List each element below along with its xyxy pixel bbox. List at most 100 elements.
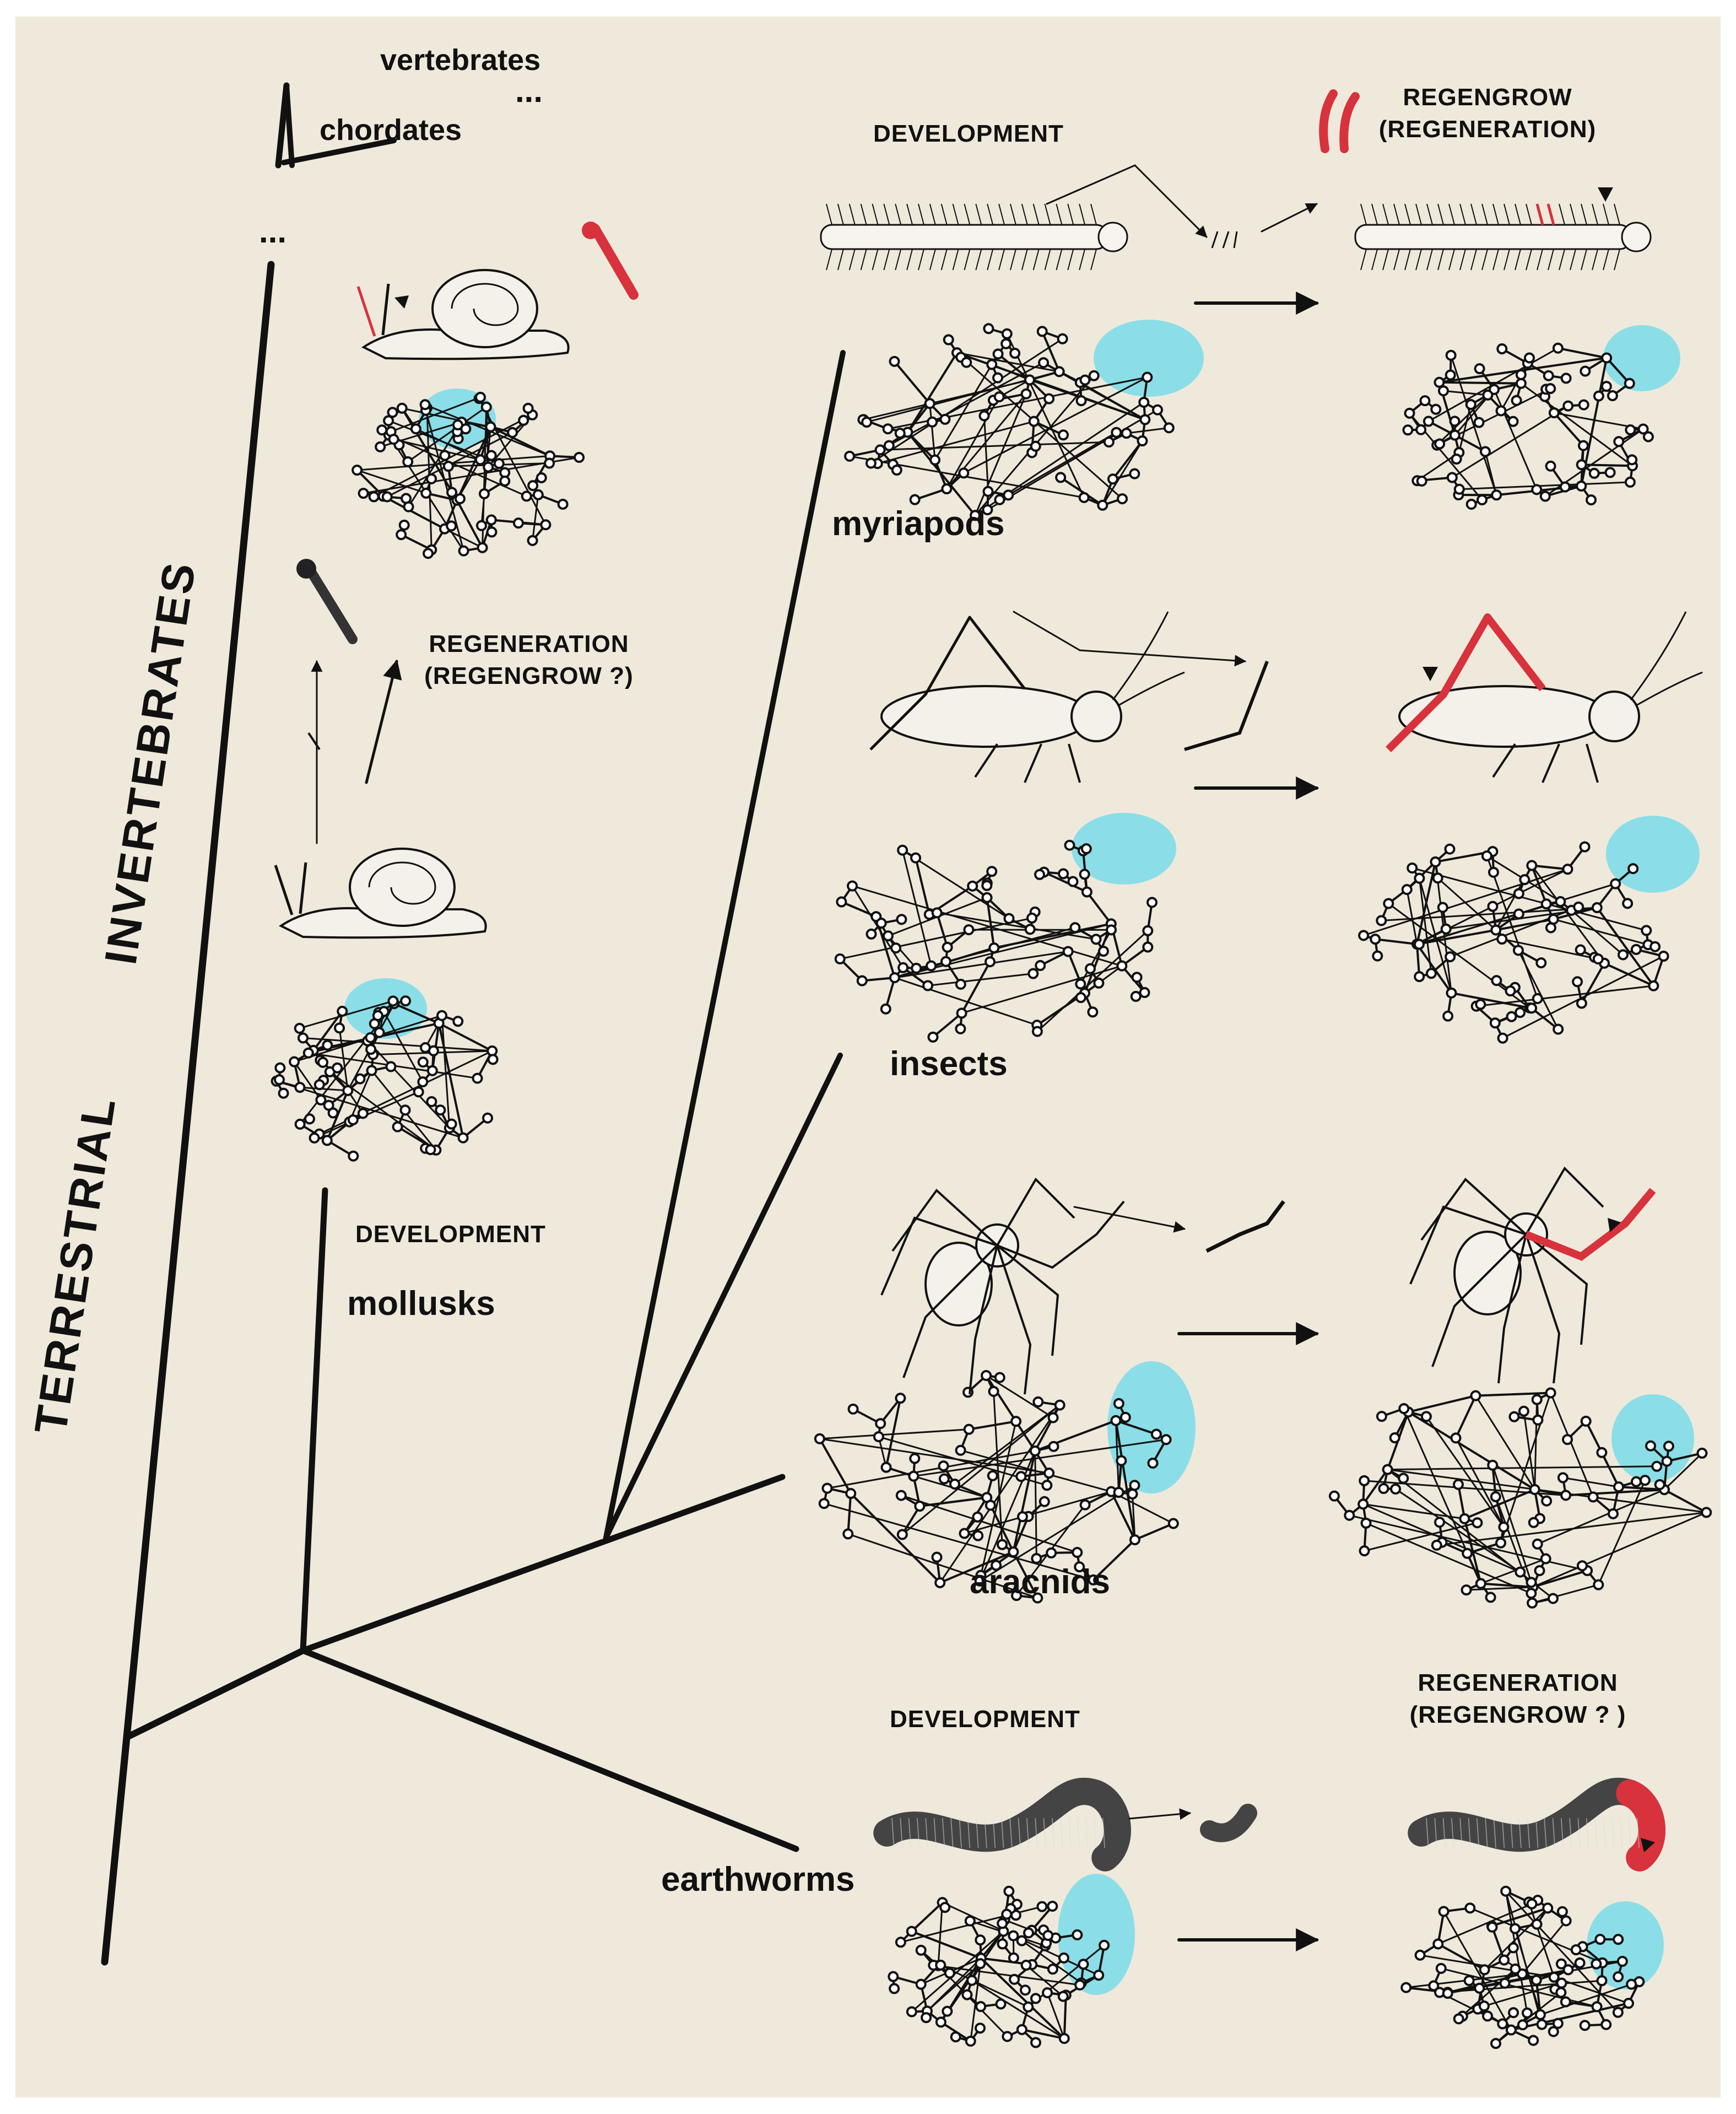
network-edge <box>931 926 1075 967</box>
spider-leg <box>1497 1234 1527 1384</box>
network-node <box>1545 1387 1556 1399</box>
network-node <box>1556 1906 1568 1917</box>
worm-ring <box>992 1818 996 1848</box>
network-node <box>1053 366 1065 378</box>
network-edge <box>987 409 1158 511</box>
centipede-leg <box>1021 249 1028 271</box>
detached-leg-icon <box>1184 660 1269 751</box>
network-node <box>1616 1955 1628 1967</box>
worm-ring <box>967 1818 971 1848</box>
arrow-earthworm-fragment <box>1128 1808 1192 1820</box>
network-node <box>317 1056 329 1068</box>
network-edge <box>819 1428 969 1440</box>
network-node <box>1591 2001 1603 2013</box>
network-node <box>1507 416 1519 427</box>
network-edge <box>847 1493 852 1534</box>
network-node <box>1478 2000 1490 2012</box>
centipede-leg <box>1437 249 1444 271</box>
network-node <box>1508 2007 1519 2019</box>
network-node <box>938 1473 950 1485</box>
snail-tentacle <box>299 862 307 914</box>
network-node <box>1036 326 1048 337</box>
network-node <box>1401 884 1413 896</box>
cricket-head <box>1070 691 1122 742</box>
network-node <box>1075 395 1087 407</box>
network-node <box>1541 1495 1553 1507</box>
network-node <box>1020 388 1032 400</box>
network-edge <box>901 1404 1061 1535</box>
network-node <box>1078 492 1090 503</box>
network-node <box>1548 2026 1559 2037</box>
network-node <box>1372 950 1383 962</box>
network-node <box>1009 348 1021 359</box>
worm-ring <box>1535 1818 1539 1848</box>
network-node <box>540 519 551 531</box>
worm-ring <box>1501 1818 1505 1848</box>
network-edge <box>1502 955 1664 1039</box>
network-node <box>1506 1011 1517 1022</box>
network-node <box>1090 934 1102 945</box>
centipede-leg <box>1559 249 1565 271</box>
worm-ring <box>1051 1818 1055 1848</box>
network-node <box>1474 363 1485 375</box>
network-node <box>1390 1483 1402 1495</box>
network-node <box>1074 1979 1086 1991</box>
network-node <box>1507 1942 1519 1954</box>
centipede-leg <box>1504 203 1510 225</box>
network-node <box>452 419 463 431</box>
network-node <box>1487 900 1499 912</box>
network-node <box>486 526 497 538</box>
network-node <box>844 450 856 462</box>
network-node <box>1574 1957 1586 1969</box>
network-node <box>861 417 873 428</box>
network-node <box>475 520 487 531</box>
worm-ring <box>1043 1818 1046 1848</box>
network-node <box>1497 1032 1508 1044</box>
snail-tentacle <box>356 286 376 337</box>
network-node <box>897 844 908 856</box>
worm-ring <box>900 1818 903 1848</box>
network-node <box>943 334 954 346</box>
gene-network-aracnid-dev <box>814 1361 1196 1604</box>
network-node <box>1419 395 1431 407</box>
network-edge <box>902 849 1010 919</box>
centipede-leg <box>848 249 856 271</box>
network-node <box>911 962 922 974</box>
network-node <box>909 1453 921 1464</box>
network-node <box>1472 1517 1483 1529</box>
network-node <box>939 1902 951 1913</box>
network-node <box>1103 436 1115 448</box>
network-node <box>1580 365 1591 377</box>
network-node <box>931 1551 943 1563</box>
network-node <box>959 1528 970 1539</box>
network-edge <box>997 353 1031 381</box>
network-node <box>385 1061 397 1072</box>
network-node <box>1487 1459 1499 1471</box>
network-node <box>1079 869 1090 880</box>
network-node <box>383 415 394 427</box>
network-node <box>1641 925 1652 936</box>
network-node <box>518 414 529 426</box>
branch-vertebrates <box>284 83 295 168</box>
network-node <box>944 1967 955 1979</box>
network-node <box>1540 898 1552 910</box>
network-node <box>1473 417 1485 428</box>
network-node <box>1560 373 1572 384</box>
tentacle-bud-icon <box>307 732 321 751</box>
network-node <box>1557 1472 1569 1484</box>
label-insects: insects <box>890 1045 1008 1083</box>
network-edge <box>408 422 463 508</box>
centipede-leg <box>1481 249 1488 271</box>
network-node <box>873 1431 884 1443</box>
spider-leg <box>1525 1166 1604 1236</box>
network-node <box>975 1934 986 1946</box>
network-node <box>1437 902 1448 913</box>
centipede-leg <box>883 249 890 271</box>
network-node <box>909 494 921 505</box>
network-node <box>368 491 380 503</box>
network-node <box>485 450 497 461</box>
network-node <box>1465 498 1477 510</box>
network-node <box>1031 1026 1043 1037</box>
network-node <box>972 1530 984 1541</box>
